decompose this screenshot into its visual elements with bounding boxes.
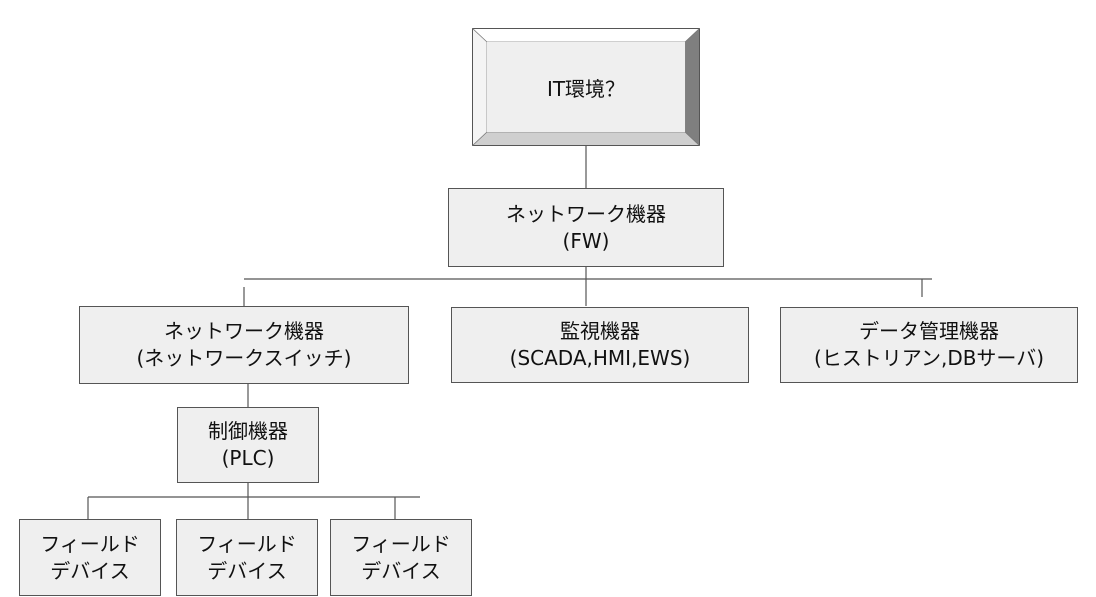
- field-device-3-title: フィールド: [351, 531, 451, 556]
- bevel-top: [472, 28, 700, 42]
- monitoring-subtitle: (SCADA,HMI,EWS): [509, 346, 691, 370]
- field-device-1-title: フィールド: [40, 531, 140, 556]
- bevel-bottom: [472, 132, 700, 146]
- field-device-node-1: フィールド デバイス: [19, 519, 161, 596]
- network-fw-title: ネットワーク機器: [506, 201, 666, 226]
- monitoring-title: 監視機器: [560, 319, 640, 343]
- field-device-node-3: フィールド デバイス: [330, 519, 472, 596]
- network-fw-subtitle: (FW): [562, 228, 610, 253]
- root-label: IT環境？: [487, 42, 685, 132]
- root-bevel-frame: [472, 28, 700, 146]
- root-node: IT環境？: [472, 28, 700, 146]
- field-device-node-2: フィールド デバイス: [176, 519, 318, 596]
- network-fw-node: ネットワーク機器 (FW): [448, 188, 724, 267]
- monitoring-node: 監視機器 (SCADA,HMI,EWS): [451, 307, 749, 383]
- field-device-2-subtitle: デバイス: [207, 558, 287, 583]
- network-switch-subtitle: (ネットワークスイッチ): [136, 346, 352, 370]
- field-device-2-title: フィールド: [197, 531, 297, 556]
- network-switch-node: ネットワーク機器 (ネットワークスイッチ): [79, 306, 409, 384]
- bevel-outline: [472, 28, 700, 146]
- bevel-left: [472, 28, 487, 146]
- data-management-subtitle: (ヒストリアン,DBサーバ): [813, 346, 1045, 370]
- field-device-3-subtitle: デバイス: [361, 558, 441, 583]
- control-subtitle: (PLC): [221, 446, 275, 470]
- bevel-right: [685, 28, 700, 146]
- network-switch-title: ネットワーク機器: [164, 319, 324, 343]
- control-title: 制御機器: [208, 419, 288, 443]
- control-node: 制御機器 (PLC): [177, 407, 319, 483]
- data-management-title: データ管理機器: [859, 319, 999, 343]
- field-device-1-subtitle: デバイス: [50, 558, 130, 583]
- data-management-node: データ管理機器 (ヒストリアン,DBサーバ): [780, 307, 1078, 383]
